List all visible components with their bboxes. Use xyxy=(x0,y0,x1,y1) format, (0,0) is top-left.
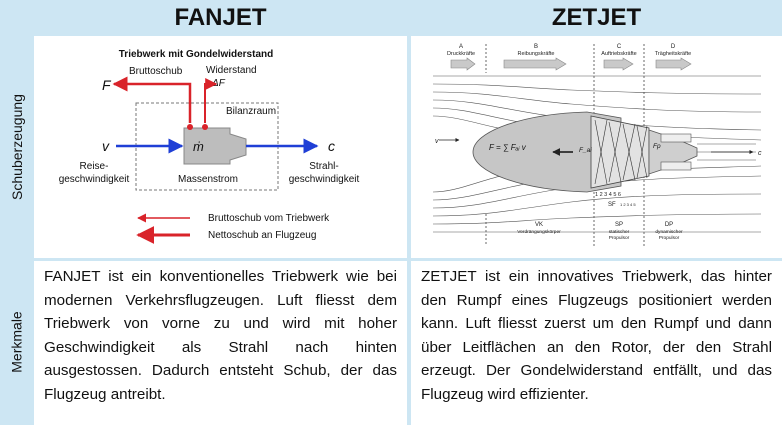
dp-sublabel-1: dynamischer xyxy=(655,229,683,235)
sf-subscript: 1 2 3 4 5 xyxy=(620,202,636,207)
force-formula: F = ∑ Fₐᵢ v xyxy=(489,143,527,152)
widerstand-dot xyxy=(202,124,208,130)
f-symbol: F xyxy=(102,77,112,93)
delta-f-symbol: ΔF xyxy=(211,78,226,89)
zetjet-text-panel: ZETJET ist ein innovatives Triebwerk, da… xyxy=(411,261,782,425)
fai-label: F_ai xyxy=(579,147,592,154)
v-symbol: v xyxy=(102,138,110,154)
zetjet-c-symbol: c xyxy=(758,150,762,157)
section-d-letter: D xyxy=(671,44,676,50)
zetjet-diagram-panel: A Druckkräfte B Reibungskräfte C Auftrie… xyxy=(411,36,782,258)
bruttoschub-arrow xyxy=(112,76,192,123)
fanjet-diagram-panel: Triebwerk mit Gondelwiderstand Bruttosch… xyxy=(34,36,407,258)
brutto-dot xyxy=(187,124,193,130)
station-numbers: 1 2 3 4 5 6 xyxy=(595,192,621,198)
c-symbol: c xyxy=(328,138,335,154)
legend-netto-label: Nettoschub an Flugzeug xyxy=(208,230,316,241)
fanjet-description: FANJET ist ein konventionelles Triebwerk… xyxy=(44,268,397,403)
reise-label-2: geschwindigkeit xyxy=(59,174,130,185)
sf-label: SF xyxy=(608,202,616,208)
dp-label: DP xyxy=(665,222,673,228)
sp-label: SP xyxy=(615,222,623,228)
fp-label: Fp xyxy=(653,143,661,150)
nozzle-upper xyxy=(660,133,692,143)
strahl-label-2: geschwindigkeit xyxy=(289,174,360,185)
legend-brutto-label: Bruttoschub vom Triebwerk xyxy=(208,213,330,224)
widerstand-arrow xyxy=(204,78,218,123)
bilanzraum-label: Bilanzraum xyxy=(226,106,276,117)
vk-label: VK xyxy=(535,222,543,228)
guide-vanes xyxy=(594,119,648,185)
side-label-schuberzeugung: Schuberzeugung xyxy=(9,94,25,200)
massenstrom-label: Massenstrom xyxy=(178,174,238,185)
reise-label-1: Reise- xyxy=(80,161,109,172)
zetjet-diagram: A Druckkräfte B Reibungskräfte C Auftrie… xyxy=(432,44,762,246)
section-c-letter: C xyxy=(617,44,622,50)
section-b-label: Reibungskräfte xyxy=(518,51,555,57)
block-arrow-d xyxy=(655,57,692,71)
nozzle-lower xyxy=(660,161,692,171)
block-arrow-b xyxy=(503,57,567,71)
block-arrow-a xyxy=(450,57,476,71)
vk-sublabel: Verdrängungskörper xyxy=(517,229,561,235)
zetjet-description: ZETJET ist ein innovatives Triebwerk, da… xyxy=(421,268,772,403)
bruttoschub-label: Bruttoschub xyxy=(129,66,183,77)
engine-nacelle xyxy=(183,127,247,165)
zetjet-v-symbol: v xyxy=(435,138,439,145)
dp-sublabel-2: Propulsor xyxy=(659,235,680,241)
strahl-label-1: Strahl- xyxy=(309,161,338,172)
side-label-merkmale: Merkmale xyxy=(9,310,25,373)
fanjet-text-panel: FANJET ist ein konventionelles Triebwerk… xyxy=(34,261,407,425)
zetjet-header: ZETJET xyxy=(551,4,642,31)
propulsor-section xyxy=(590,115,650,189)
fanjet-title: Triebwerk mit Gondelwiderstand xyxy=(119,49,273,60)
section-a-letter: A xyxy=(459,44,463,50)
widerstand-label: Widerstand xyxy=(206,65,257,76)
section-c-label: Auftriebskräfte xyxy=(601,51,636,57)
fanjet-header: FANJET xyxy=(174,4,267,31)
mass-flow-symbol: ṁ xyxy=(193,139,204,154)
section-b-letter: B xyxy=(534,44,538,50)
block-arrow-c xyxy=(603,57,634,71)
sp-sublabel-2: Propulsor xyxy=(609,235,630,241)
sp-sublabel-1: statischer xyxy=(609,229,630,235)
section-a-label: Druckkräfte xyxy=(447,51,475,57)
fanjet-diagram: Triebwerk mit Gondelwiderstand Bruttosch… xyxy=(59,49,360,244)
section-d-label: Trägheitskräfte xyxy=(655,51,691,57)
